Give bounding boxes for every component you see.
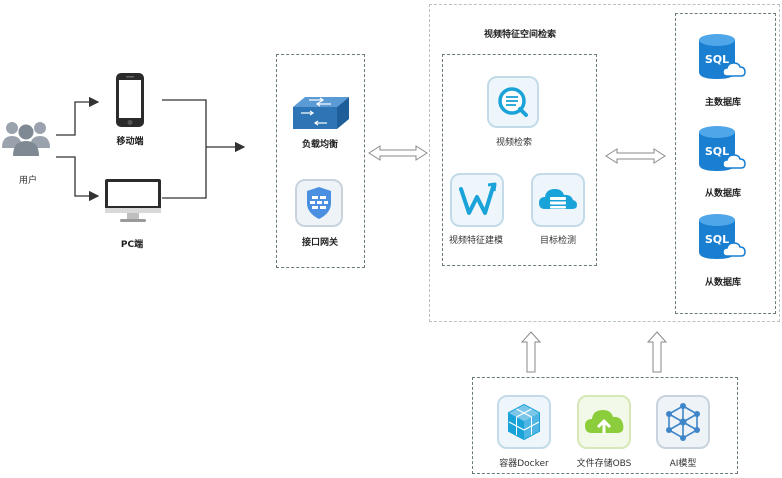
feature-space-title: 视频特征空间检索 [483, 30, 556, 40]
connector-mobile-merge [162, 99, 207, 199]
mobile-label: 移动端 [116, 137, 144, 147]
video-search-label: 视频检索 [495, 138, 532, 148]
sql-text: SQL [705, 233, 729, 246]
video-search-tile [487, 76, 539, 128]
docker-label: 容器Docker [499, 459, 549, 469]
slave-db-1-icon: SQL [697, 124, 746, 176]
sql-text: SQL [705, 53, 729, 66]
ai-model-label: AI模型 [669, 459, 697, 469]
api-gateway-tile [295, 179, 343, 227]
cloud-server-icon [539, 189, 577, 209]
video-processing-box [442, 54, 597, 266]
docker-tile [497, 395, 551, 449]
infrastructure-box [472, 377, 738, 474]
connector-user-pc [56, 156, 100, 202]
object-detection-label: 目标检测 [539, 236, 576, 246]
sql-text: SQL [705, 145, 729, 158]
object-detection-tile [531, 173, 585, 227]
double-arrow-space-db [605, 148, 666, 164]
master-db-icon: SQL [697, 32, 746, 84]
connector-user-mobile [56, 96, 100, 136]
obs-tile [577, 395, 631, 449]
slave-db-1-label: 从数据库 [704, 189, 741, 199]
master-db-label: 主数据库 [704, 98, 741, 108]
slave-db-2-label: 从数据库 [704, 278, 741, 288]
neural-network-icon [666, 403, 700, 441]
gateway-group-box [276, 54, 365, 268]
w-chart-icon [459, 182, 497, 215]
cloud-upload-icon [585, 410, 624, 435]
load-balancer-icon [291, 95, 351, 131]
feature-modeling-tile [450, 173, 504, 227]
pc-label: PC端 [120, 240, 144, 250]
database-group-box [675, 13, 776, 314]
mobile-phone-icon [115, 72, 145, 128]
double-arrow-gateway-space [368, 145, 428, 161]
load-balance-label: 负载均衡 [301, 140, 338, 150]
shield-firewall-icon [307, 187, 331, 219]
cube-container-icon [508, 403, 540, 441]
user-label: 用户 [18, 176, 37, 186]
ai-model-tile [656, 395, 710, 449]
feature-modeling-label: 视频特征建模 [448, 236, 503, 246]
user-group-icon [0, 114, 52, 160]
feature-space-box [429, 4, 780, 322]
up-arrow-right [646, 331, 668, 373]
search-magnifier-icon [498, 87, 528, 117]
api-gateway-label: 接口网关 [301, 238, 338, 248]
obs-label: 文件存储OBS [576, 459, 632, 469]
slave-db-2-icon: SQL [697, 212, 746, 264]
pc-monitor-icon [104, 178, 162, 224]
up-arrow-left [520, 331, 542, 373]
